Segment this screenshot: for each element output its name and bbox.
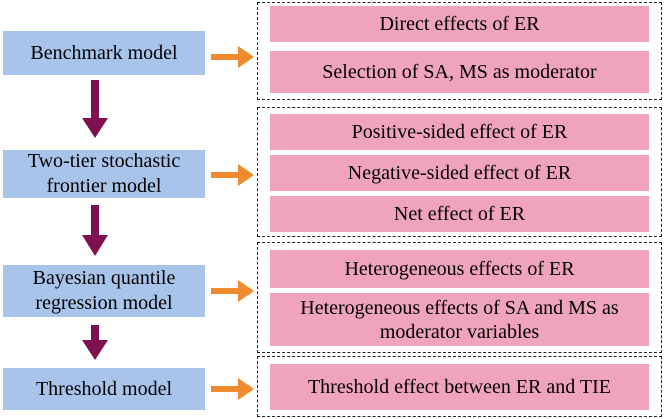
threshold-effects-group (257, 356, 662, 417)
effect-label: Selection of SA, MS as moderator (322, 61, 597, 83)
effect-box: Heterogeneous effects of ER (270, 250, 649, 288)
benchmark-model-label: Benchmark model (30, 41, 178, 64)
effect-label: Heterogeneous effects of SA and MS as mo… (300, 296, 619, 343)
down-arrow-icon (82, 205, 108, 256)
threshold-model-box: Threshold model (3, 368, 205, 410)
effect-label: Heterogeneous effects of ER (344, 258, 575, 280)
benchmark-effects-group (257, 2, 662, 100)
down-arrows (82, 80, 108, 360)
effect-label: Negative-sided effect of ER (347, 162, 572, 184)
effect-box: Selection of SA, MS as moderator (270, 51, 649, 93)
effect-box: Positive-sided effect of ER (270, 114, 649, 150)
effect-box: Negative-sided effect of ER (270, 155, 649, 191)
bayesian-quantile-regression-model-label: Bayesian quantile regression model (32, 267, 176, 314)
effect-box: Threshold effect between ER and TIE (270, 364, 649, 410)
benchmark-model-box: Benchmark model (3, 31, 205, 75)
effect-label: Threshold effect between ER and TIE (307, 376, 612, 398)
right-arrow-icon (211, 46, 254, 68)
right-arrows (211, 46, 254, 400)
effect-label: Net effect of ER (393, 203, 526, 225)
threshold-model-label: Threshold model (35, 377, 173, 400)
effect-box: Direct effects of ER (270, 6, 649, 42)
right-arrow-icon (211, 378, 254, 400)
down-arrow-icon (82, 80, 108, 138)
right-arrow-icon (211, 164, 254, 186)
bayesian-effects-group (257, 242, 662, 353)
two-tier-stochastic-frontier-model-box: Two-tier stochastic frontier model (3, 150, 205, 198)
effect-box: Heterogeneous effects of SA and MS as mo… (270, 293, 649, 346)
effect-label: Positive-sided effect of ER (351, 121, 568, 143)
effect-label: Direct effects of ER (379, 13, 540, 35)
two-tier-effects-group (257, 107, 662, 237)
right-arrow-icon (211, 280, 254, 302)
down-arrow-icon (82, 325, 108, 360)
two-tier-stochastic-frontier-model-label: Two-tier stochastic frontier model (27, 150, 181, 197)
bayesian-quantile-regression-model-box: Bayesian quantile regression model (3, 265, 205, 317)
effect-box: Net effect of ER (270, 196, 649, 232)
